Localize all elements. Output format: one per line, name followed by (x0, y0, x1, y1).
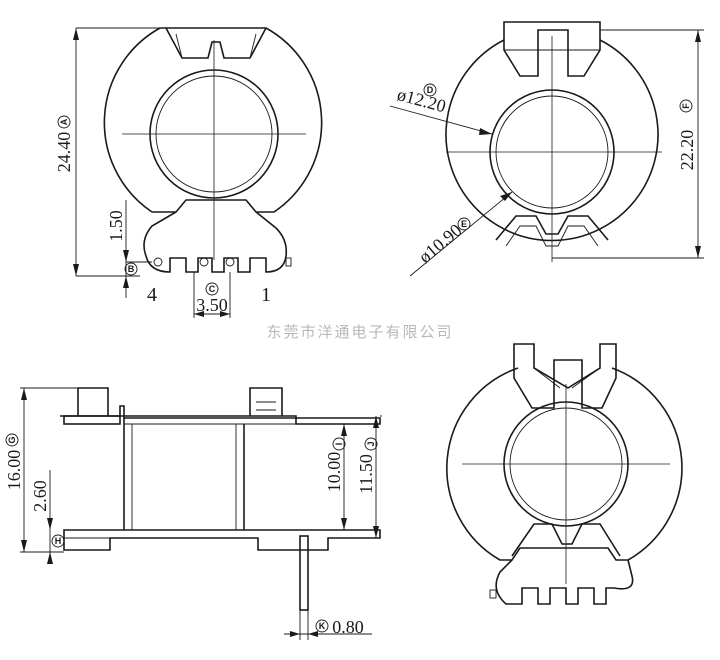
tl-pin-hole-2 (225, 257, 235, 267)
br-pin-tab (495, 559, 634, 605)
sv-flange-tag: H (55, 536, 62, 546)
bottom-right-view (446, 343, 683, 605)
br-outer-outline (446, 367, 683, 561)
tl-pin-hole-3 (199, 257, 209, 267)
sv-inner-height-dim: 11.50 (356, 454, 376, 494)
tl-pin-hole-4 (153, 257, 163, 267)
br-key (489, 589, 497, 599)
tl-notch-inner (175, 33, 257, 59)
tr-bottom-notch (495, 215, 609, 241)
tl-top-notch (165, 27, 267, 59)
tr-inner-bore-tag: E (461, 219, 467, 229)
sv-flange-dim: 2.60 (30, 480, 50, 512)
sv-inner-height-tag: J (366, 441, 376, 446)
tr-height-dim: 22.20 (677, 130, 697, 171)
sv-winding-height-dim: 10.00 (324, 452, 344, 493)
top-left-view: 24.40 A 1.50 B 3.50 C 4 1 (54, 27, 323, 318)
tr-outer-bore-dim: ø12.20 (395, 84, 448, 116)
br-top-slot (513, 343, 617, 409)
top-right-view: ø12.20 D ø10.90 E 22.20 F (389, 21, 704, 277)
tl-outer-outline (103, 27, 323, 213)
tl-pitch-dim: 3.50 (196, 295, 228, 315)
br-bottom-notch (511, 523, 621, 557)
sv-total-height-dim: 16.00 (4, 450, 24, 491)
sv-top-flange (60, 405, 381, 425)
tl-height-dim: 24.40 (54, 132, 74, 173)
sv-pin (299, 535, 309, 611)
tl-pitch-tag: C (209, 284, 216, 294)
sv-top-post-left (77, 387, 109, 416)
tr-inner-bore-leader (409, 191, 513, 277)
tr-inner-bore-dim: ø10.90 (415, 220, 466, 267)
tr-top-slot (503, 21, 601, 77)
tl-height-tag: A (59, 118, 69, 125)
tl-pin-step-dim: 1.50 (106, 210, 126, 242)
side-view: 16.00 G 2.60 H 10.00 I 11.50 (4, 387, 382, 640)
sv-pin-width-dim: 0.80 (332, 617, 364, 637)
sv-total-height-tag: G (7, 436, 17, 443)
tr-height-tag: F (681, 103, 691, 109)
tl-pin-step-tag: B (128, 264, 135, 274)
tl-pin-number-right: 1 (261, 284, 271, 306)
tl-pin-number-left: 4 (147, 284, 157, 306)
sv-bottom-flange (63, 529, 381, 551)
sv-pin-width-tag: K (319, 621, 326, 631)
sv-winding-height-tag: I (334, 443, 344, 446)
sv-top-post-right (249, 387, 283, 416)
tl-key (285, 257, 292, 267)
tl-pin-tab (143, 211, 288, 273)
tr-outer-bore-tag: D (427, 85, 434, 95)
watermark: 东莞市洋通电子有限公司 (266, 323, 453, 341)
tr-outer-bore-leader (389, 105, 493, 135)
